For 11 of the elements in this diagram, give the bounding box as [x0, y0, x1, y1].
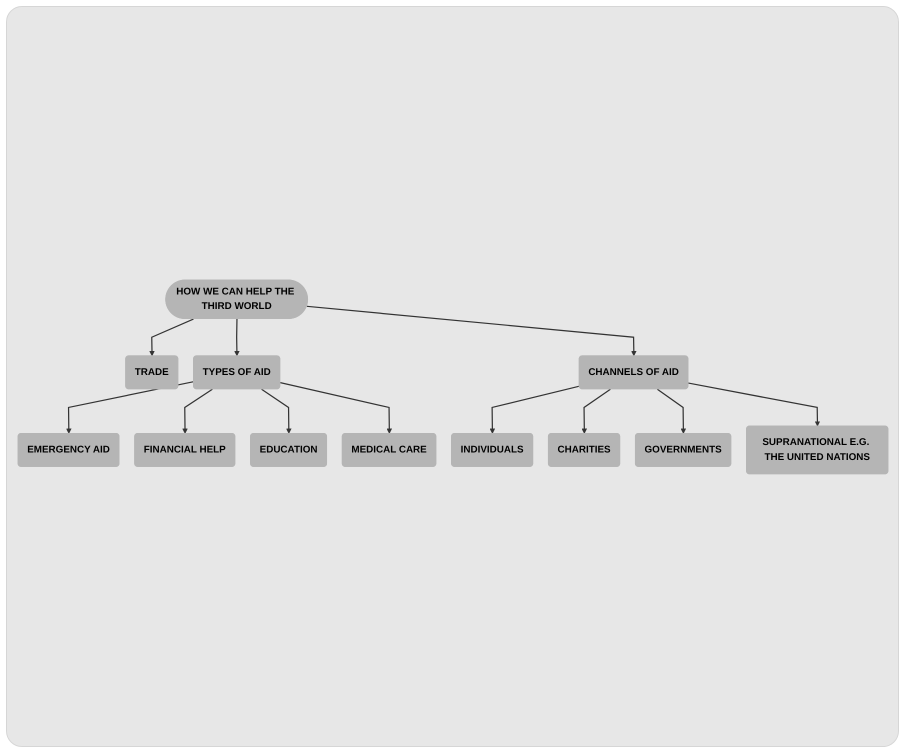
arrow [234, 318, 240, 356]
diagram-background: HOW WE CAN HELP THE THIRD WORLD TRADE TYPES OF AID CHANNELS OF AID EMERGENCY AID FINANCIAL HELP EDUCATION MEDICAL CARE INDIVIDUALS CHARITIES GOVERNMENTS SUPRANATIONAL E.G. THE UNITED NATIONS [6, 6, 899, 747]
arrow [280, 382, 392, 434]
arrow [260, 388, 292, 434]
arrow [182, 388, 212, 434]
arrow [148, 318, 194, 356]
arrow [688, 382, 820, 426]
arrow [489, 385, 580, 434]
arrow [306, 305, 636, 356]
arrow [581, 388, 610, 434]
arrow [656, 388, 686, 434]
